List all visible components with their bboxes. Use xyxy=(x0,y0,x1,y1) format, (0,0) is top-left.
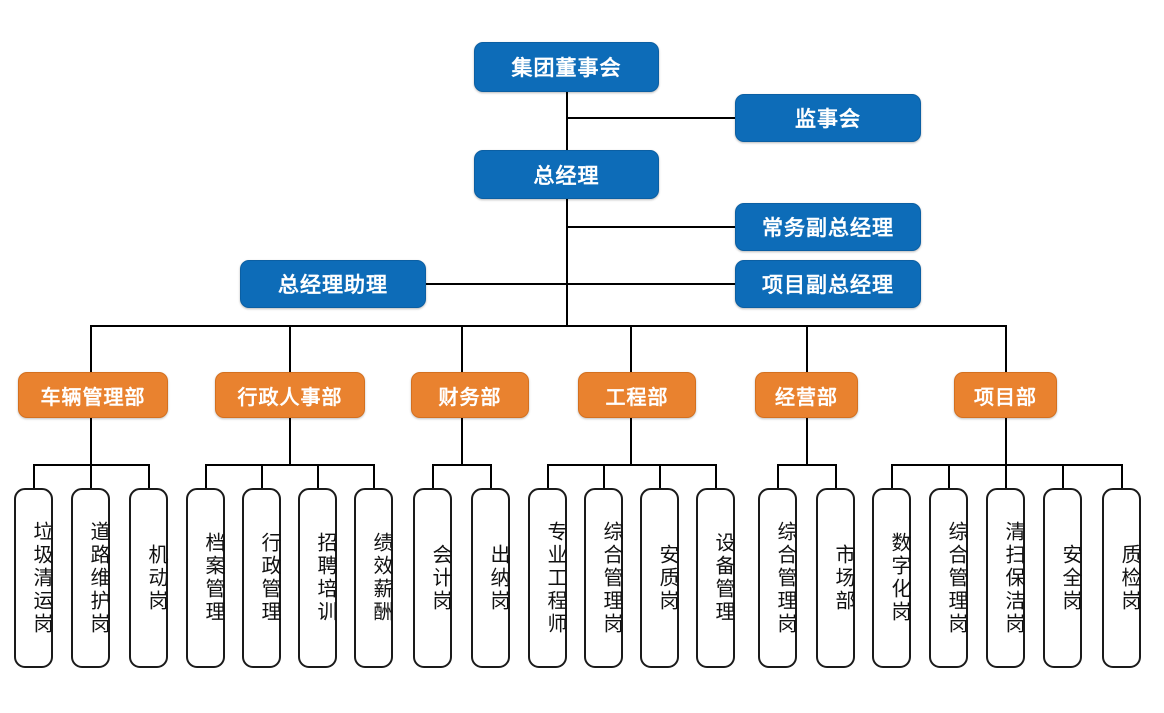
position-box[interactable]: 会计岗 xyxy=(413,488,452,668)
connector-bus-to-finance xyxy=(461,325,463,372)
connector-operations-child-1 xyxy=(777,464,779,488)
position-box[interactable]: 绩效薪酬 xyxy=(354,488,393,668)
connector-engineering-child-4 xyxy=(715,464,717,488)
node-general-manager[interactable]: 总经理 xyxy=(474,150,659,199)
department-engineering[interactable]: 工程部 xyxy=(578,372,696,418)
node-supervisory-board[interactable]: 监事会 xyxy=(735,94,921,142)
connector-operations-child-2 xyxy=(835,464,837,488)
connector-adminhr-child-2 xyxy=(261,464,263,488)
connector-engineering-child-1 xyxy=(547,464,549,488)
connector-bus-to-operations xyxy=(806,325,808,372)
position-box[interactable]: 安全岗 xyxy=(1043,488,1082,668)
connector-project-drop xyxy=(1005,418,1007,465)
position-box[interactable]: 综合管理岗 xyxy=(758,488,797,668)
connector-finance-drop xyxy=(461,418,463,465)
department-admin-hr[interactable]: 行政人事部 xyxy=(215,372,365,418)
connector-finance-child-1 xyxy=(432,464,434,488)
position-box[interactable]: 出纳岗 xyxy=(471,488,510,668)
position-box[interactable]: 清扫保洁岗 xyxy=(986,488,1025,668)
position-box[interactable]: 专业工程师 xyxy=(528,488,567,668)
position-box[interactable]: 机动岗 xyxy=(129,488,168,668)
connector-vehicle-child-3 xyxy=(148,464,150,488)
connector-vehicle-child-2 xyxy=(90,464,92,488)
position-box[interactable]: 质检岗 xyxy=(1102,488,1141,668)
connector-engineering-rail xyxy=(547,464,715,466)
position-box[interactable]: 垃圾清运岗 xyxy=(14,488,53,668)
connector-gm-to-exec-vice xyxy=(566,226,736,228)
department-operations[interactable]: 经营部 xyxy=(755,372,858,418)
node-board-of-directors[interactable]: 集团董事会 xyxy=(474,42,659,92)
connector-bus-to-engineering xyxy=(630,325,632,372)
position-box[interactable]: 行政管理 xyxy=(242,488,281,668)
connector-project-child-4 xyxy=(1062,464,1064,488)
connector-bus-to-vehicle-management xyxy=(90,325,92,372)
connector-adminhr-child-1 xyxy=(205,464,207,488)
connector-project-child-5 xyxy=(1121,464,1123,488)
connector-finance-child-2 xyxy=(490,464,492,488)
position-box[interactable]: 综合管理岗 xyxy=(929,488,968,668)
connector-gm-to-project-vice xyxy=(566,283,736,285)
connector-project-child-2 xyxy=(948,464,950,488)
department-project[interactable]: 项目部 xyxy=(954,372,1057,418)
position-box[interactable]: 综合管理岗 xyxy=(584,488,623,668)
connector-vehicle-child-1 xyxy=(33,464,35,488)
connector-project-child-1 xyxy=(891,464,893,488)
connector-adminhr-rail xyxy=(205,464,373,466)
connector-bus-to-admin-hr xyxy=(289,325,291,372)
node-gm-assistant[interactable]: 总经理助理 xyxy=(240,260,426,308)
connector-finance-rail xyxy=(432,464,490,466)
connector-engineering-child-3 xyxy=(659,464,661,488)
position-box[interactable]: 道路维护岗 xyxy=(71,488,110,668)
department-finance[interactable]: 财务部 xyxy=(411,372,529,418)
connector-adminhr-child-4 xyxy=(373,464,375,488)
connector-adminhr-child-3 xyxy=(317,464,319,488)
connector-gm-to-assistant xyxy=(425,283,567,285)
connector-operations-rail xyxy=(777,464,835,466)
connector-project-child-3 xyxy=(1005,464,1007,488)
position-box[interactable]: 档案管理 xyxy=(186,488,225,668)
connector-gm-to-supervisory xyxy=(566,117,736,119)
connector-vehicle-drop xyxy=(90,418,92,465)
position-box[interactable]: 数字化岗 xyxy=(872,488,911,668)
node-executive-vice-gm[interactable]: 常务副总经理 xyxy=(735,203,921,251)
department-vehicle-management[interactable]: 车辆管理部 xyxy=(18,372,168,418)
connector-engineering-drop xyxy=(630,418,632,465)
connector-engineering-child-2 xyxy=(603,464,605,488)
position-box[interactable]: 设备管理 xyxy=(696,488,735,668)
position-box[interactable]: 市场部 xyxy=(816,488,855,668)
connector-gm-trunk xyxy=(566,199,568,326)
position-box[interactable]: 招聘培训 xyxy=(298,488,337,668)
connector-board-to-gm xyxy=(566,92,568,150)
connector-operations-drop xyxy=(806,418,808,465)
connector-bus-to-project xyxy=(1005,325,1007,372)
node-project-vice-gm[interactable]: 项目副总经理 xyxy=(735,260,921,308)
connector-department-bus xyxy=(90,325,1006,327)
connector-adminhr-drop xyxy=(289,418,291,465)
position-box[interactable]: 安质岗 xyxy=(640,488,679,668)
